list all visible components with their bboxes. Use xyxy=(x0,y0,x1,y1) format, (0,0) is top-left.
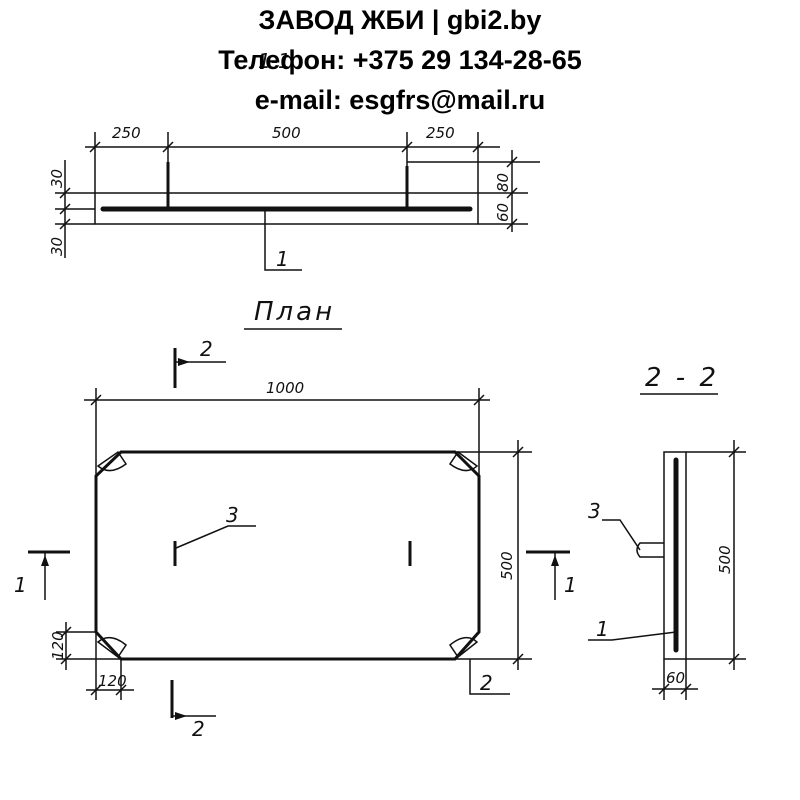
section-2-2-thickness-dimension xyxy=(652,659,698,700)
section-2-2-thickness-label: 60 xyxy=(666,669,685,687)
section-1-1-top-dimension xyxy=(85,132,500,193)
section-2-2-callout-1-label: 1 xyxy=(596,617,609,641)
section-1-1-dim-middle: 500 xyxy=(272,124,301,142)
section-2-2-loop xyxy=(636,542,664,558)
section-2-2-callout-1-leader xyxy=(588,631,677,641)
plan-width-label: 1000 xyxy=(266,379,304,397)
plan-title: План xyxy=(254,297,335,327)
plan-corner-loop-tl xyxy=(96,450,128,472)
section-1-1-dim-top-offset: 30 xyxy=(48,169,66,188)
plan-cut-2-right-label: 2 xyxy=(480,671,493,695)
plan-slab-outline xyxy=(94,450,481,661)
header-company: ЗАВОД ЖБИ | gbi2.by xyxy=(258,5,542,35)
section-2-2-callout-3-leader xyxy=(602,519,641,551)
section-1-1-dim-height-slab: 60 xyxy=(494,203,512,222)
plan-callout-label: 3 xyxy=(226,503,239,527)
plan-cut-1-right xyxy=(526,550,570,600)
plan-height-dimension xyxy=(455,440,532,670)
section-2-2-height-dimension xyxy=(686,440,746,670)
header: ЗАВОД ЖБИ | gbi2.by Телефон: +375 29 134… xyxy=(0,0,800,120)
section-1-1-title: 1-1 xyxy=(258,49,291,73)
section-2-2-callout-3-label: 3 xyxy=(588,499,601,523)
plan-cut-1-left-label: 1 xyxy=(14,573,27,597)
section-1-1-dim-height-total: 80 xyxy=(494,173,512,192)
plan-corner-w-label: 120 xyxy=(98,672,127,690)
header-phone: Телефон: +375 29 134-28-65 xyxy=(218,45,582,75)
plan-height-label: 500 xyxy=(498,551,516,580)
section-2-2: 2 - 2 3 1 500 60 xyxy=(588,363,746,700)
section-1-1-callout-label: 1 xyxy=(276,247,289,271)
plan-corner-dimensions xyxy=(56,622,134,700)
plan-corner-h-label: 120 xyxy=(49,631,67,660)
plan-cut-2-bottom-label: 2 xyxy=(192,717,205,741)
plan-cut-2-right-leader xyxy=(469,659,510,695)
plan-corner-loop-bl xyxy=(96,636,128,659)
plan-cut-1-right-label: 1 xyxy=(564,573,577,597)
header-email: e-mail: esgfrs@mail.ru xyxy=(254,85,546,115)
plan-cut-1-left xyxy=(28,550,70,600)
section-1-1-callout-leader xyxy=(264,211,302,271)
plan-view: План 3 1000 500 xyxy=(14,297,577,741)
section-1-1-dim-right: 250 xyxy=(426,124,455,142)
section-2-2-slab xyxy=(663,451,687,660)
plan-cut-2-top-label: 2 xyxy=(200,337,213,361)
plan-corner-loop-tr xyxy=(448,450,479,472)
plan-width-dimension xyxy=(84,388,490,476)
section-1-1-dim-bottom-offset: 30 xyxy=(48,237,66,256)
section-1-1-dim-left: 250 xyxy=(112,124,141,142)
section-1-1: 1-1 250 500 250 xyxy=(48,49,540,271)
section-2-2-height-label: 500 xyxy=(716,545,734,574)
plan-cut-2-bottom xyxy=(170,680,216,720)
section-1-1-right-dimension xyxy=(407,150,540,232)
plan-callout-leader xyxy=(175,525,256,549)
plan-cut-2-top xyxy=(173,348,226,388)
section-2-2-title: 2 - 2 xyxy=(645,363,719,393)
plan-corner-loop-br xyxy=(448,636,479,659)
section-1-1-left-dimension xyxy=(55,160,95,258)
